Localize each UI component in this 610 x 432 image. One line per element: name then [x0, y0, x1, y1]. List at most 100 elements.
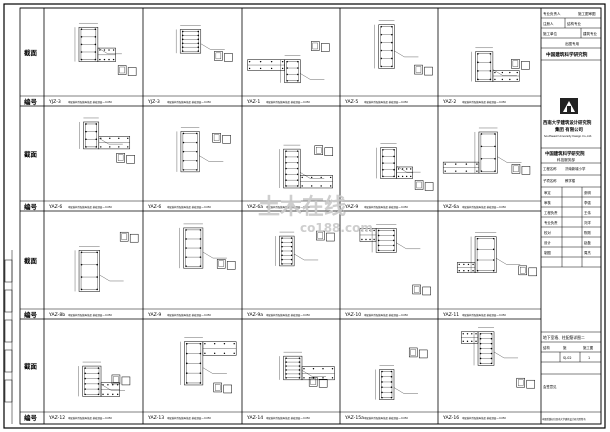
- detail-number: YAZ-1: [246, 99, 260, 105]
- rebar-section-sketch: [279, 352, 335, 388]
- tb-company-en: Southwest University Design Co.,Ltd.: [544, 134, 592, 138]
- detail-note: 本配筋构件配筋纵筋见 基础顶面~-0.050: [266, 100, 310, 104]
- detail-note: 本配筋构件配筋纵筋见 基础顶面~-0.050: [266, 416, 310, 420]
- tb-institute-mid2: 科技服务部: [557, 157, 575, 162]
- tb-cell-d: SJ-02: [563, 356, 572, 360]
- rebar-section-sketch: [179, 223, 236, 270]
- tb-top-left: 专业负责人: [543, 11, 561, 16]
- row-number-label: 编号: [24, 413, 38, 422]
- tb-row3-b: 出图专用: [565, 41, 579, 46]
- detail-number: YAZ-11: [442, 312, 459, 318]
- rebar-section-sketch: [275, 230, 335, 267]
- tb-top-right: 施工图审图: [578, 11, 596, 16]
- rebar-section-sketch: [376, 143, 434, 191]
- detail-note: 本配筋构件配筋纵筋见 基础顶面~-0.050: [364, 416, 408, 420]
- rebar-section-sketch: [359, 224, 431, 296]
- detail-number: YAZ-6a: [246, 204, 263, 210]
- detail-number: YAZ-16: [442, 415, 459, 421]
- tb-role: 设计: [544, 240, 551, 245]
- tb-role-name: 李强: [584, 200, 591, 205]
- detail-note: 本配筋构件配筋纵筋见 基础顶面~-0.050: [167, 416, 211, 420]
- rebar-section-sketch: [471, 47, 530, 82]
- tb-row2-b: 结构专业: [567, 21, 581, 26]
- institute-logo: [560, 98, 578, 114]
- detail-number: YAZ-8b: [48, 312, 65, 318]
- detail-note: 本配筋构件配筋纵筋见 基础顶面~-0.050: [167, 205, 211, 209]
- rebar-section-sketch: [374, 20, 433, 76]
- detail-note: 本配筋构件配筋纵筋见 基础顶面~-0.050: [68, 416, 112, 420]
- detail-number: YAZ-6a: [442, 204, 459, 210]
- rebar-section-sketch: [176, 25, 233, 62]
- detail-number: YAZ-9: [147, 312, 161, 318]
- detail-number: YAZ-6: [48, 204, 62, 210]
- rebar-section-sketch: [74, 23, 137, 76]
- detail-number: YAZ-9: [344, 204, 358, 210]
- tb-cell-b: 施: [563, 345, 567, 350]
- rebar-section-sketch: [442, 127, 531, 175]
- section-cell: YAZ-9 本配筋构件配筋纵筋见 基础顶面~-0.050: [344, 143, 434, 210]
- detail-note: 本配筋构件配筋纵筋见 基础顶面~-0.050: [68, 313, 112, 317]
- detail-note: 本配筋构件配筋纵筋见 基础顶面~-0.050: [462, 416, 506, 420]
- tb-company-line2: 集团 有限公司: [554, 126, 583, 133]
- tb-project-label: 工程名称: [543, 166, 557, 171]
- tb-role-name: 王伟: [584, 210, 591, 215]
- tb-company-line1: 西南大学建筑设计研究院: [543, 119, 592, 126]
- tb-institute-mid1: 中国建筑科学研究院: [545, 150, 585, 157]
- detail-note: 本配筋构件配筋纵筋见 基础顶面~-0.050: [266, 205, 310, 209]
- tb-role-name: 张明: [584, 190, 591, 195]
- detail-note: 本配筋构件配筋纵筋见 基础顶面~-0.050: [364, 205, 408, 209]
- detail-number: YAZ-14: [246, 415, 263, 421]
- tb-role: 制图: [544, 250, 551, 255]
- row-section-label: 截面: [24, 256, 38, 265]
- detail-note: 本配筋构件配筋纵筋见 基础顶面~-0.050: [68, 100, 112, 104]
- detail-note: 本配筋构件配筋纵筋见 基础顶面~-0.050: [462, 100, 506, 104]
- rebar-section-sketch: [456, 232, 537, 277]
- rebar-section-sketch: [79, 117, 135, 164]
- tb-row2-a: 注册人: [543, 21, 554, 26]
- tb-role: 工程负责: [544, 210, 558, 215]
- tb-sub-label: 子项名称: [543, 178, 557, 183]
- detail-number: YAZ-15a: [344, 415, 364, 421]
- detail-note: 本配筋构件配筋纵筋见 基础顶面~-0.050: [364, 100, 408, 104]
- tb-role: 校对: [544, 230, 551, 235]
- binding-strip: [4, 250, 13, 424]
- tb-role-name: 刘洋: [584, 220, 591, 225]
- tb-row2-c: 建筑专业: [583, 31, 597, 36]
- tb-roles: 审定张明审核李强工程负责王伟专业负责刘洋校对陈刚设计赵磊制图周杰: [544, 190, 591, 255]
- title-block: 专业负责人 施工图审图 注册人 结构专业 建筑专业 施工单位 出图专用 中国建筑…: [540, 7, 602, 425]
- detail-note: 本配筋构件配筋纵筋见 基础顶面~-0.050: [167, 100, 211, 104]
- tb-cell-e: 1: [588, 356, 590, 360]
- rebar-section-sketch: [176, 127, 231, 173]
- tb-role: 审核: [544, 200, 551, 205]
- detail-number: YAZ-9a: [246, 312, 263, 318]
- detail-note: 本配筋构件配筋纵筋见 基础顶面~-0.050: [462, 313, 506, 317]
- detail-note: 本配筋构件配筋纵筋见 基础顶面~-0.050: [266, 313, 310, 317]
- detail-grid: [20, 7, 541, 425]
- row-number-label: 编号: [24, 97, 38, 106]
- row-section-label: 截面: [24, 362, 38, 371]
- row-number-label: 编号: [24, 202, 38, 211]
- tb-role: 审定: [544, 190, 551, 195]
- tb-row3-a: 施工单位: [543, 31, 557, 36]
- tb-role-name: 赵磊: [584, 240, 591, 245]
- rebar-section-sketch: [180, 337, 237, 394]
- tb-role: 专业负责: [544, 220, 558, 225]
- tb-sub-name: 教学楼: [565, 178, 576, 183]
- rebar-section-sketch: [78, 361, 131, 397]
- detail-number: YJZ-3: [147, 99, 160, 105]
- row-number-label: 编号: [24, 310, 38, 319]
